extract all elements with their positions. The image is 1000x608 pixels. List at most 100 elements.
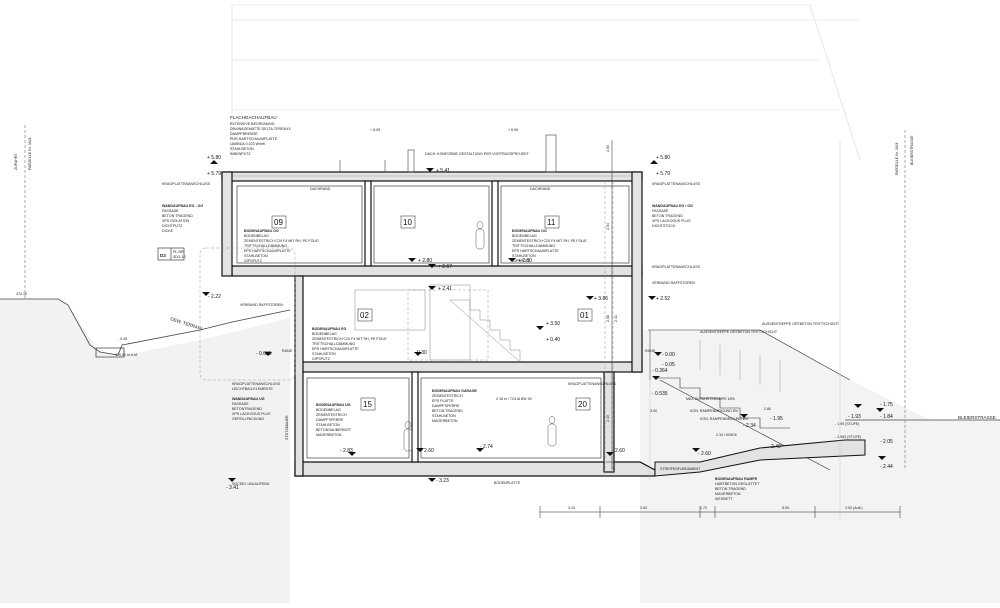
svg-text:EPS HARTSCHAUMPLATTE: EPS HARTSCHAUMPLATTE [512,249,559,253]
roof-caption: DACH: KONFORME GESTALTUNG PER VORTRAGSPR… [425,152,530,156]
level-left-mid: - 2.22 [208,294,221,300]
svg-text:ZEMENTESTRICH: ZEMENTESTRICH [432,394,463,398]
level-upper-b: + 2.67 [438,264,452,270]
room-02-label: 02 [360,311,369,320]
svg-text:AUSSENTREPPE ORTBETON TRITTSCH: AUSSENTREPPE ORTBETON TRITTSCHICHT [762,322,840,326]
svg-text:EPS HARTSCHAUMPLATTE: EPS HARTSCHAUMPLATTE [244,249,291,253]
level-right-b: - 0.535 [652,391,668,397]
svg-text:EXTENSIVE BEGRÜNUNG: EXTENSIVE BEGRÜNUNG [230,122,275,126]
svg-text:RAND: RAND [282,349,293,353]
dim-right-4: 2.40 [606,415,610,422]
svg-text:TRITTSCHALLDÄMMUNG: TRITTSCHALLDÄMMUNG [244,244,287,248]
level-right-e: - 1.93 [848,414,861,420]
svg-text:STREIFENFUNDAMENT: STREIFENFUNDAMENT [660,467,701,471]
svg-text:+ 6.96: + 6.96 [508,128,518,132]
svg-text:DACHRAND: DACHRAND [530,187,551,191]
svg-text:DICKE: DICKE [162,229,174,233]
left-vertical-labels: ZUFAHRT PARZELLE Nr. 3621 474.10 [14,125,32,300]
wall-right-note: KRAGPLATTENANSCHLUSS WANDAUFBAU EG / OG … [652,182,701,285]
svg-text:DAMPFSPERRE: DAMPFSPERRE [432,404,460,408]
room-11-label: 11 [547,218,556,227]
garage-note: BODENAUFBAU GARAGE ZEMENTESTRICH EPS PLA… [432,382,617,423]
svg-text:BODENAUFBAU EG: BODENAUFBAU EG [312,327,347,331]
svg-text:STÜTZMAUER: STÜTZMAUER [285,415,289,440]
svg-text:STAHLBETON: STAHLBETON [432,414,456,418]
level-ground-g: - 0.00 [662,352,675,358]
room-09-label: 09 [274,218,283,227]
room-01-label: 01 [580,311,589,320]
svg-text:2.80: 2.80 [764,407,771,411]
room-labels: 09 10 11 02 01 15 20 [271,215,593,411]
svg-text:KIESBETT: KIESBETT [715,497,733,501]
dim-bottom-5: 2.00 (Aufl.) [845,506,863,510]
level-right-g: - 1.84 [880,414,893,420]
svg-text:3.00: 3.00 [650,409,657,413]
svg-text:BODENAUFBAU OG: BODENAUFBAU OG [244,229,279,233]
svg-text:GIPSPUTZ: GIPSPUTZ [312,357,331,361]
svg-text:TRITTSCHALLDÄMMUNG: TRITTSCHALLDÄMMUNG [512,244,555,248]
svg-text:BODENBELAG: BODENBELAG [512,234,537,238]
svg-text:KON. RAMPENNEIGUNG 8%: KON. RAMPENNEIGUNG 8% [700,417,749,421]
dim-bottom-1: 3.10 [568,506,575,510]
level-roof-right: + 5.80 [656,155,670,161]
svg-text:DAMPFBREMSE: DAMPFBREMSE [230,132,258,136]
right-dimension-chain [606,140,618,470]
svg-text:ZEMENTESTRICH C20 F4 MIT RH, P: ZEMENTESTRICH C20 F4 MIT RH, PE FOLIE [244,239,319,243]
bleierstrasse-label: BLEIERSTRASSE [958,415,996,420]
svg-text:KRAGPLATTENANSCHLUSS: KRAGPLATTENANSCHLUSS [652,182,701,186]
level-upper-c: + 2.80 [518,258,532,264]
svg-text:KRAGPLATTENANSCHLUSS: KRAGPLATTENANSCHLUSS [652,265,701,269]
floor-eg-note: BODENAUFBAU EG BODENBELAG ZEMENTESTRICH … [232,303,387,391]
svg-text:XPS LACKOOUS PLUS: XPS LACKOOUS PLUS [232,412,271,416]
svg-text:KRAGPLATTENANSCHLUSS: KRAGPLATTENANSCHLUSS [162,182,211,186]
dim-right-2: 2.58 [606,315,610,322]
svg-text:FASSADE: FASSADE [232,402,249,406]
dashed-zones [199,181,614,476]
svg-text:BODENBELAG: BODENBELAG [312,332,337,336]
svg-text:WANDAUFBAU EG / OG: WANDAUFBAU EG / OG [652,204,693,208]
level-left-low: - 0.45 [118,337,127,341]
svg-text:KRAGPLATTENANSCHLUSS: KRAGPLATTENANSCHLUSS [568,382,617,386]
terrain-fill-right [640,330,1000,603]
svg-text:STAHLBETON: STAHLBETON [244,254,268,258]
room-10-label: 10 [403,218,412,227]
dim-right-3: 2.41 [614,315,618,322]
svg-text:ZEMENTESTRICH C20 F4 MIT RH, P: ZEMENTESTRICH C20 F4 MIT RH, PE FOLIE [512,239,587,243]
level-mid-a: + 2.41 [438,286,452,292]
svg-text:BODENPLATTE: BODENPLATTE [494,481,521,485]
right-dimension-values: 2.54 2.58 2.41 2.40 1.50 [606,145,618,422]
section-code: D2 [160,253,166,258]
svg-text:GIPSPUTZ: GIPSPUTZ [244,259,263,263]
dim-bottom-4: 5.00 [782,506,789,510]
zufahrt-label: ZUFAHRT [14,153,18,170]
svg-text:VERBUND RAFFSTOREN: VERBUND RAFFSTOREN [652,281,695,285]
svg-text:- 1.963 (STUFE): - 1.963 (STUFE) [835,435,861,439]
floor-og-left-note: BODENAUFBAU OG BODENBELAG ZEMENTESTRICH … [244,229,319,263]
bottom-level-label: 476.50 m.ü.M. [115,353,138,357]
level-garage-c: - 2.83 [340,448,353,454]
svg-text:SOCKEL UNLAUFEND: SOCKEL UNLAUFEND [232,482,270,486]
svg-text:MAGERBETON: MAGERBETON [715,492,741,496]
svg-text:BETON TRAGEND: BETON TRAGEND [162,214,193,218]
level-roof-left: + 5.80 [207,155,221,161]
svg-text:LEICHTBAU-ELEMENTE: LEICHTBAU-ELEMENTE [232,387,273,391]
svg-text:STAHLBETON: STAHLBETON [312,352,336,356]
svg-text:KRAGPLATTENANSCHLUSS: KRAGPLATTENANSCHLUSS [232,382,281,386]
svg-text:FASSADE: FASSADE [162,209,179,213]
level-ground-b: - 0.30 [414,350,427,356]
level-right-a: - 0.364 [652,368,668,374]
svg-text:BODENBELAG: BODENBELAG [316,408,341,412]
svg-text:- 1.95 (STUFE): - 1.95 (STUFE) [835,422,859,426]
terrain-line-left [0,298,291,358]
svg-text:MAX ZUFAHRTSRAMPE 18%: MAX ZUFAHRTSRAMPE 18% [686,397,735,401]
svg-text:ZEMENTESTRICH: ZEMENTESTRICH [316,413,347,417]
svg-text:LAMBDA 0.023 W/mK: LAMBDA 0.023 W/mK [230,142,266,146]
svg-text:BETON TRAGEND: BETON TRAGEND [715,487,746,491]
section-sub1: PL.NR [173,250,184,254]
upper-floor-slab [231,265,643,277]
dim-right-5: 1.50 [606,145,610,152]
level-mid-right: + 2.52 [656,296,670,302]
room-15-label: 15 [363,400,372,409]
dim-bottom-2: 2.00 [640,506,647,510]
roof-chimneys [339,134,557,173]
